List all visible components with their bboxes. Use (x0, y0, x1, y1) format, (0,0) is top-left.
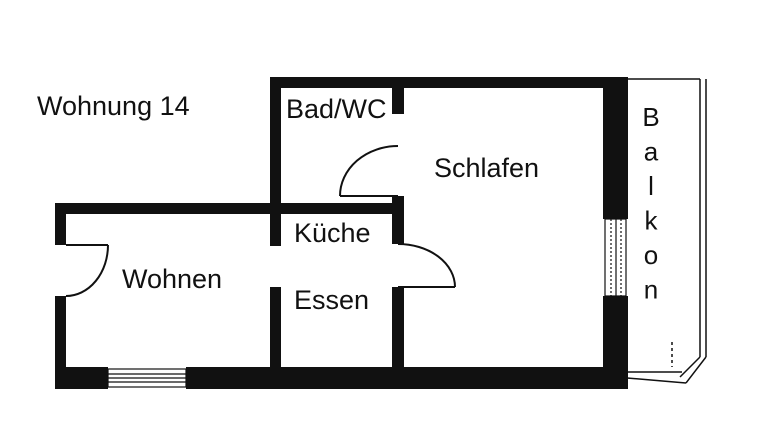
room-label-bad-wc: Bad/WC (286, 94, 387, 124)
room-label-wohnen: Wohnen (122, 264, 222, 294)
balkon-letter: B (642, 102, 659, 132)
balkon-letter: k (645, 206, 659, 236)
balkon-letter: l (648, 171, 654, 201)
walls (55, 77, 628, 389)
door-swings (65, 145, 456, 297)
balcony-outline (626, 78, 707, 384)
window-wohnen (107, 368, 187, 388)
apartment-title: Wohnung 14 (37, 91, 190, 121)
room-label-kueche: Küche (294, 218, 371, 248)
balkon-letter: n (644, 275, 658, 305)
balkon-letter: o (644, 240, 658, 270)
room-label-essen: Essen (294, 285, 369, 315)
room-label-schlafen: Schlafen (434, 153, 539, 183)
balcony-door (604, 218, 627, 297)
balkon-letter: a (644, 137, 659, 167)
